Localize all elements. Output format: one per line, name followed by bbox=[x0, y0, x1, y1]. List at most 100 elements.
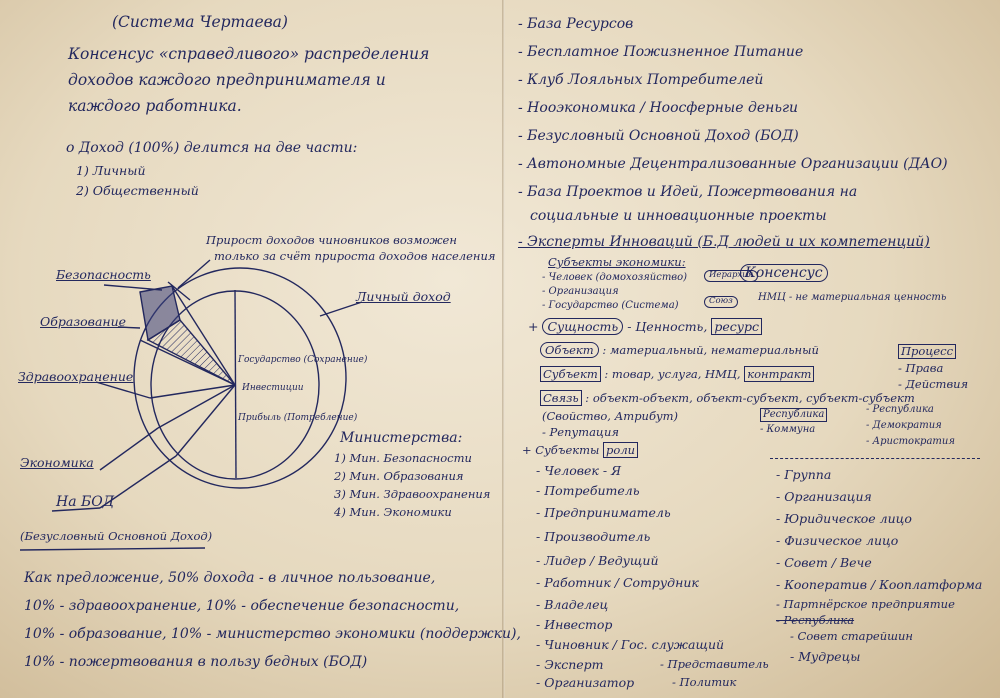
list-loyal-club: - Клуб Лояльных Потребителей bbox=[518, 72, 764, 88]
group-group: - Группа bbox=[776, 467, 832, 482]
pie-label-bod: На БОД bbox=[56, 494, 115, 510]
object-line: Объект : материальный, нематериальный bbox=[540, 342, 819, 358]
link-box: Связь bbox=[540, 390, 582, 406]
pie-inner-investment: Инвестиции bbox=[242, 383, 304, 393]
essence-line: + Сущность - Ценность, ресурс bbox=[528, 318, 762, 335]
group-cooperative: - Кооператив / Кооплатформа bbox=[776, 577, 983, 592]
process-box: Процесс bbox=[898, 344, 957, 360]
role-official: - Чиновник / Гос. служащий bbox=[536, 637, 725, 652]
role-investor: - Инвестор bbox=[536, 617, 613, 632]
pie-inner-state: Государство (Сохранение) bbox=[238, 355, 368, 365]
pie-note-line-1: Прирост доходов чиновников возможен bbox=[206, 233, 457, 247]
group-sages: - Мудрецы bbox=[790, 649, 861, 664]
groups-divider bbox=[770, 458, 980, 459]
pie-label-economy: Экономика bbox=[20, 455, 94, 470]
role-person: - Человек - Я bbox=[536, 463, 622, 478]
subjects-heading: Субъекты экономики: bbox=[548, 255, 686, 269]
subject-line: Субъект : товар, услуга, НМЦ, контракт bbox=[540, 366, 815, 382]
contract-box: контракт bbox=[744, 366, 815, 382]
link-line: Связь : объект-объект, объект-субъект, с… bbox=[540, 390, 915, 406]
group-organization: - Организация bbox=[776, 489, 872, 504]
group-legal-entity: - Юридическое лицо bbox=[776, 511, 912, 526]
intro-line-2: доходов каждого предпринимателя и bbox=[68, 71, 386, 89]
group-republic: - Республика bbox=[776, 613, 855, 627]
list-projects: - База Проектов и Идей, Пожертвования на bbox=[518, 184, 858, 200]
republic-box: Республика bbox=[760, 408, 828, 422]
subject-state: - Государство (Система) bbox=[542, 300, 679, 311]
proposal-line-4: 10% - пожертвования в пользу бедных (БОД… bbox=[24, 654, 368, 670]
essence-resource: ресурс bbox=[711, 318, 762, 335]
subject-organization: - Организация bbox=[542, 286, 619, 297]
proposal-line-2: 10% - здравоохранение, 10% - обеспечение… bbox=[24, 598, 460, 614]
subject-box: Субъект bbox=[540, 366, 601, 382]
pie-outer-ring bbox=[133, 267, 347, 489]
split-part-2: 2) Общественный bbox=[76, 183, 199, 198]
ministry-4: 4) Мин. Экономики bbox=[334, 505, 452, 519]
proposal-line-1: Как предложение, 50% дохода - в личное п… bbox=[24, 570, 436, 586]
roles-heading: + Субъекты роли bbox=[522, 442, 639, 458]
split-part-1: 1) Личный bbox=[76, 163, 146, 178]
ministries-title: Министерства: bbox=[340, 430, 463, 446]
role-producer: - Производитель bbox=[536, 529, 651, 544]
list-noo-economy: - Нооэкономика / Ноосферные деньги bbox=[518, 100, 799, 116]
object-box: Объект bbox=[540, 342, 599, 358]
roles-box: роли bbox=[603, 442, 639, 458]
process-actions: - Действия bbox=[898, 377, 969, 391]
page-title: (Система Чертаева) bbox=[112, 13, 288, 31]
reputation: - Репутация bbox=[542, 425, 619, 439]
role-leader: - Лидер / Ведущий bbox=[536, 553, 659, 568]
page-fold bbox=[502, 0, 505, 698]
ministry-3: 3) Мин. Здравоохранения bbox=[334, 487, 491, 501]
list-experts: - Эксперты Инноваций (Б.Д людей и их ком… bbox=[518, 234, 930, 250]
subjects-union: Союз bbox=[704, 296, 738, 308]
nmc-definition: НМЦ - не материальная ценность bbox=[758, 292, 947, 303]
essence-plus: + bbox=[528, 319, 539, 334]
intro-line-3: каждого работника. bbox=[68, 97, 242, 115]
pie-label-education: Образование bbox=[40, 314, 127, 329]
list-projects-cont: социальные и инновационные проекты bbox=[530, 208, 827, 224]
role-consumer: - Потребитель bbox=[536, 483, 640, 498]
pie-label-health: Здравоохранение bbox=[18, 369, 134, 384]
roles-heading-text: + Субъекты bbox=[522, 443, 600, 457]
group-partnership: - Партнёрское предприятие bbox=[776, 597, 955, 611]
list-dao: - Автономные Децентрализованные Организа… bbox=[518, 156, 948, 172]
proposal-line-3: 10% - образование, 10% - министерство эк… bbox=[24, 626, 521, 642]
pie-diagram bbox=[19, 259, 363, 551]
role-entrepreneur: - Предприниматель bbox=[536, 505, 671, 520]
link-text: : объект-объект, объект-субъект, субъект… bbox=[585, 391, 915, 405]
pie-label-security: Безопасность bbox=[56, 267, 151, 282]
type-democracy: - Демократия bbox=[866, 420, 942, 431]
commune: - Коммуна bbox=[760, 424, 816, 435]
role-owner: - Владелец bbox=[536, 597, 609, 612]
group-council: - Совет / Вече bbox=[776, 555, 872, 570]
pie-label-personal: Личный доход bbox=[356, 289, 451, 304]
type-republic: - Республика bbox=[866, 404, 934, 415]
link-attributes: (Свойство, Атрибут) bbox=[542, 409, 679, 423]
list-resources: - База Ресурсов bbox=[518, 16, 634, 32]
role-representative: - Представитель bbox=[660, 657, 769, 671]
pie-inner-profit: Прибыль (Потребление) bbox=[238, 413, 358, 423]
ministry-1: 1) Мин. Безопасности bbox=[334, 451, 472, 465]
group-individual: - Физическое лицо bbox=[776, 533, 899, 548]
split-heading: o Доход (100%) делится на две части: bbox=[66, 140, 358, 156]
list-bod: - Безусловный Основной Доход (БОД) bbox=[518, 128, 799, 144]
role-worker: - Работник / Сотрудник bbox=[536, 575, 699, 590]
process-rights: - Права bbox=[898, 361, 944, 375]
type-aristocracy: - Аристократия bbox=[866, 436, 955, 447]
role-expert: - Эксперт bbox=[536, 657, 604, 672]
consensus-label: Консенсус bbox=[740, 264, 828, 283]
group-elders: - Совет старейшин bbox=[790, 629, 913, 643]
pie-label-bod-full: (Безусловный Основной Доход) bbox=[20, 529, 213, 543]
object-text: : материальный, нематериальный bbox=[602, 343, 819, 357]
subjects-hierarchy: Иерархия bbox=[704, 270, 759, 282]
list-free-food: - Бесплатное Пожизненное Питание bbox=[518, 44, 804, 60]
pie-note-line-2: только за счёт прироста доходов населени… bbox=[214, 249, 496, 263]
essence-value: - Ценность, bbox=[627, 319, 708, 334]
intro-line-1: Консенсус «справедливого» распределения bbox=[68, 45, 430, 63]
essence-box: Сущность bbox=[542, 318, 624, 335]
subject-text: : товар, услуга, НМЦ, bbox=[604, 367, 741, 381]
role-politician: - Политик bbox=[672, 675, 737, 689]
ministry-2: 2) Мин. Образования bbox=[334, 469, 464, 483]
subject-person: - Человек (домохозяйство) bbox=[542, 272, 688, 283]
